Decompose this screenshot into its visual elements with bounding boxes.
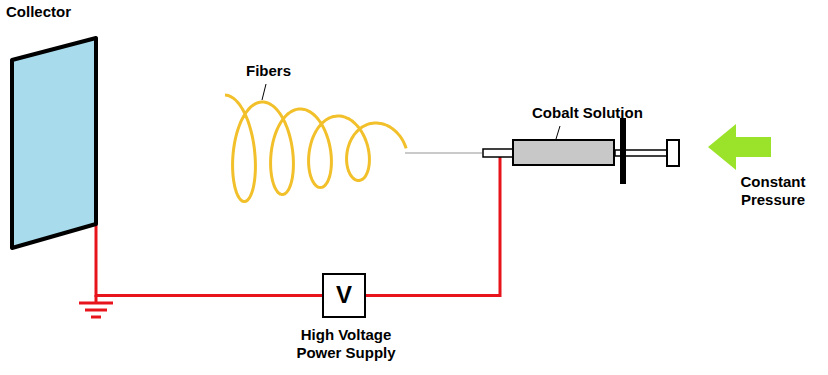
fiber-coil	[225, 95, 406, 202]
leader-line	[556, 126, 560, 139]
collector-outline	[10, 36, 98, 250]
power-supply-label: High Voltage Power Supply	[288, 326, 404, 362]
pressure-arrow	[708, 124, 771, 170]
collector-panel: Collector	[10, 36, 98, 250]
wire	[366, 157, 500, 296]
plunger	[615, 118, 679, 184]
syringe: Cobalt Solution	[482, 139, 615, 166]
solution-label: Cobalt Solution	[532, 104, 643, 122]
fibers-label: Fibers	[246, 62, 291, 80]
pressure-label: Constant Pressure	[730, 173, 816, 209]
collector-label: Collector	[6, 3, 71, 21]
syringe-outline	[482, 139, 615, 166]
power-supply-box: VHigh Voltage Power Supply	[322, 273, 366, 318]
leader-line	[262, 84, 266, 100]
jet-line	[405, 152, 482, 154]
voltage-symbol: V	[336, 281, 352, 310]
wire	[96, 224, 322, 296]
ground-symbol	[79, 295, 113, 317]
